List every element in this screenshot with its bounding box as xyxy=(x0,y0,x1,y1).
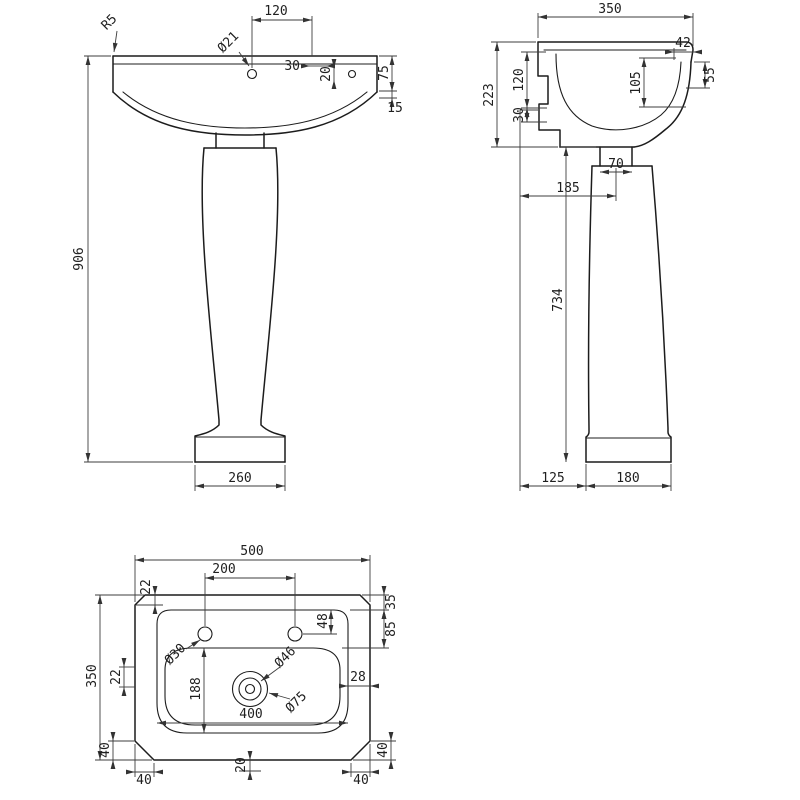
front-dim-r5-label: R5 xyxy=(99,12,121,34)
side-dim-30: 30 xyxy=(512,107,547,123)
side-dim-734-label: 734 xyxy=(551,288,566,312)
side-dim-105-label: 105 xyxy=(629,71,644,94)
plan-dim-40-left: 40 40 xyxy=(98,732,163,788)
plan-dim-35-85: 35 85 xyxy=(342,586,399,649)
plan-dim-22-top-label: 22 xyxy=(139,579,154,595)
side-basin-profile xyxy=(537,41,694,167)
plan-dim-500-label: 500 xyxy=(240,544,263,559)
front-dim-120: 120 xyxy=(251,4,313,68)
side-dim-223: 223 xyxy=(482,41,558,148)
plan-drain-outer xyxy=(231,670,269,708)
front-dim-dia21-label: Ø21 xyxy=(215,29,242,56)
side-dim-350: 350 xyxy=(537,2,694,46)
plan-dim-85-label: 85 xyxy=(384,621,399,637)
side-dim-120: 120 xyxy=(512,51,547,109)
side-dim-55: 55 xyxy=(686,61,718,89)
plan-inner-rim xyxy=(156,609,349,734)
side-dim-734: 734 xyxy=(551,146,596,462)
plan-dim-200: 200 xyxy=(204,562,296,626)
side-dim-105: 105 xyxy=(629,57,686,108)
plan-dim-40-right: 40 40 xyxy=(342,732,396,788)
plan-outline xyxy=(134,594,371,761)
side-dim-185-label: 185 xyxy=(556,181,579,196)
plan-dim-40-left-v-label: 40 xyxy=(98,742,113,758)
front-tap-hole xyxy=(246,68,258,80)
plan-tap-hole-left xyxy=(197,626,213,642)
plan-outer-rim xyxy=(134,594,371,761)
side-view: 350 42 55 223 120 xyxy=(482,2,718,491)
side-pedestal-profile xyxy=(585,165,672,463)
front-dim-15-label: 15 xyxy=(387,101,403,116)
side-dim-223-label: 223 xyxy=(482,83,497,106)
plan-drain-mid xyxy=(238,677,262,701)
side-dim-70-label: 70 xyxy=(608,157,624,172)
side-dim-bottom: 125 180 xyxy=(519,109,672,491)
side-dim-55-label: 55 xyxy=(703,67,718,83)
plan-dim-400: 400 xyxy=(157,707,348,726)
plan-dim-40-left-h-label: 40 xyxy=(136,773,152,788)
front-dim-75: 75 xyxy=(377,55,397,92)
plan-dim-200-label: 200 xyxy=(212,562,235,577)
front-overflow-hole xyxy=(347,69,357,79)
side-dim-42-label: 42 xyxy=(675,36,691,51)
side-dim-30-label: 30 xyxy=(512,107,527,123)
front-pedestal-outline xyxy=(194,132,286,463)
plan-dim-35-label: 35 xyxy=(384,594,399,610)
plan-tap-hole-right xyxy=(287,626,303,642)
plan-view: 500 200 22 35 85 4 xyxy=(85,544,399,788)
plan-dim-28-label: 28 xyxy=(350,670,366,685)
plan-dim-dia46: Ø46 xyxy=(260,644,299,682)
front-dim-15: 15 xyxy=(379,82,403,116)
front-dim-75-label: 75 xyxy=(377,65,392,81)
plan-dim-500: 500 xyxy=(134,544,371,602)
plan-dim-dia30: Ø30 xyxy=(162,639,201,668)
plan-dim-188-label: 188 xyxy=(189,677,204,700)
plan-dim-48: 48 xyxy=(303,610,337,635)
front-basin-outline xyxy=(112,55,378,136)
front-dim-dia21: Ø21 xyxy=(215,29,250,67)
plan-dim-350-label: 350 xyxy=(85,664,100,687)
plan-dim-188: 188 xyxy=(189,648,207,733)
front-dim-20-label: 20 xyxy=(319,66,334,82)
plan-dim-dia75: Ø75 xyxy=(268,689,310,716)
plan-dim-40-right-v-label: 40 xyxy=(376,742,391,758)
plan-dim-22-top: 22 xyxy=(136,579,163,614)
front-view: 120 R5 Ø21 30 20 75 xyxy=(72,4,403,491)
front-dim-260-label: 260 xyxy=(228,471,251,486)
front-dim-r5: R5 xyxy=(99,12,121,53)
plan-dim-40-right-h-label: 40 xyxy=(353,773,369,788)
side-dim-42: 42 xyxy=(665,36,702,60)
plan-dim-28: 28 xyxy=(339,670,379,689)
side-dim-350-label: 350 xyxy=(598,2,621,17)
front-dim-30-label: 30 xyxy=(284,59,300,74)
side-dim-125-label: 125 xyxy=(541,471,564,486)
side-dim-180-label: 180 xyxy=(616,471,639,486)
side-dim-120-label: 120 xyxy=(512,68,527,91)
front-dim-906-label: 906 xyxy=(72,247,87,270)
front-dim-20: 20 xyxy=(319,59,337,89)
plan-dim-22-left: 22 xyxy=(109,658,135,696)
plan-drain-center xyxy=(244,683,256,695)
front-dim-260: 260 xyxy=(194,465,286,491)
plan-dim-400-label: 400 xyxy=(239,707,262,722)
plan-dim-20-label: 20 xyxy=(234,757,249,773)
front-dim-906: 906 xyxy=(72,55,193,463)
plan-dim-20: 20 xyxy=(234,751,261,780)
front-dim-120-label: 120 xyxy=(264,4,287,19)
plan-dim-48-label: 48 xyxy=(316,613,331,629)
plan-dim-22-left-label: 22 xyxy=(109,669,124,685)
plan-dim-dia75-label: Ø75 xyxy=(283,689,310,716)
side-dim-185: 185 xyxy=(520,168,617,201)
